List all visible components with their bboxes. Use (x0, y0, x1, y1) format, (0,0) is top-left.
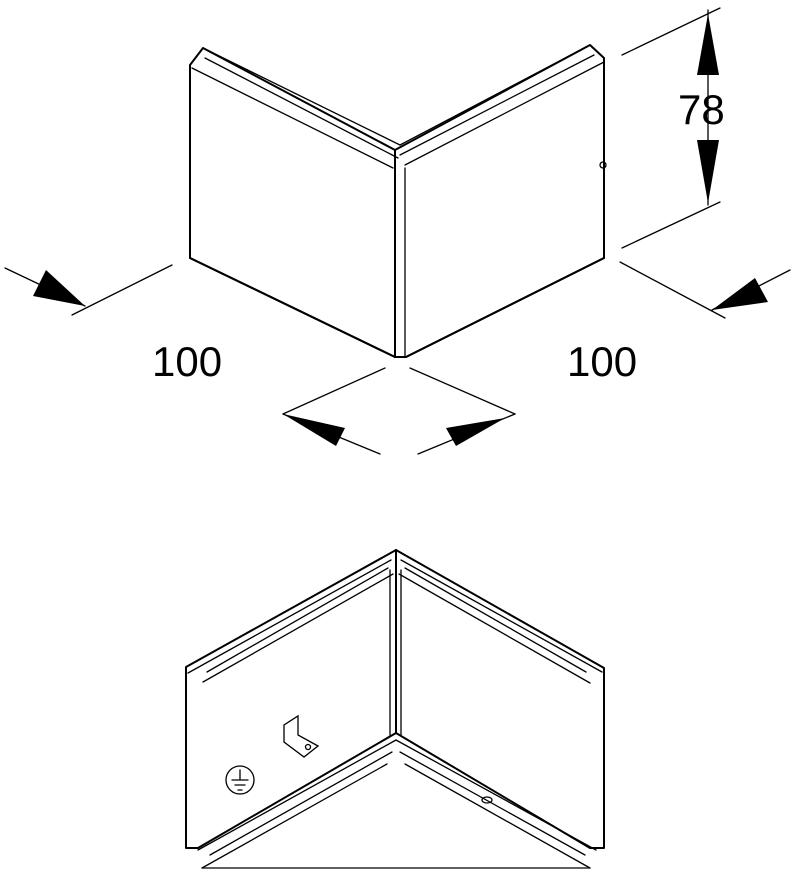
bottom-left-edge (189, 257, 396, 358)
ext-line-bottom (621, 201, 721, 249)
bottom-lip-left-3 (201, 763, 388, 869)
ext-line-top (621, 7, 721, 56)
bottom-lip-left-1 (197, 739, 397, 851)
ext-line-right (619, 261, 726, 319)
top-lip-right-1 (400, 559, 603, 673)
width-left-label: 100 (152, 338, 222, 385)
corner-piece-exterior-view (189, 44, 607, 358)
screw-detail (599, 161, 607, 169)
width-right-label: 100 (567, 338, 637, 385)
bottom-lip-right-1 (395, 739, 597, 851)
lip-left-line-1 (202, 47, 401, 146)
interior-left-panel (185, 549, 397, 849)
top-lip-right-3 (404, 567, 587, 673)
tab-hole (304, 743, 312, 751)
ext-line-bottom-right (409, 367, 516, 415)
lip-left-line-2 (191, 67, 394, 169)
top-lip-left-3 (206, 567, 389, 673)
ext-line-left (71, 264, 173, 316)
left-face (189, 47, 396, 358)
top-lip-left-1 (187, 559, 392, 674)
right-width-dimension: 100 (409, 261, 791, 455)
lip-left-line-3 (204, 57, 399, 159)
top-lip-right-2 (398, 573, 591, 684)
bottom-lip-right-3 (404, 763, 591, 869)
screw-hole (481, 796, 493, 804)
top-lip-left-2 (202, 573, 394, 683)
lip-right-line-1 (399, 44, 591, 146)
arrow-left-dim (33, 270, 85, 306)
arrow-bottom-left (283, 414, 345, 446)
height-label: 78 (678, 86, 725, 133)
ground-symbol-icon (225, 765, 255, 795)
lip-right-line-2 (404, 61, 605, 166)
ground-tab (283, 714, 320, 758)
corner-piece-interior-view (185, 549, 605, 869)
lip-right-line-3 (399, 54, 595, 156)
bottom-right-edge (405, 257, 605, 358)
bottom-lip-left-2 (209, 751, 393, 856)
left-width-dimension: 100 (4, 264, 386, 455)
arrow-down (697, 140, 719, 203)
interior-right-panel (395, 549, 605, 849)
ext-line-bottom-left (282, 367, 386, 415)
arrow-bottom-right (446, 418, 505, 446)
arrow-right-dim (712, 278, 768, 310)
bottom-lip-right-2 (399, 751, 586, 856)
arrow-up (697, 14, 719, 75)
height-dimension: 78 (621, 7, 725, 249)
